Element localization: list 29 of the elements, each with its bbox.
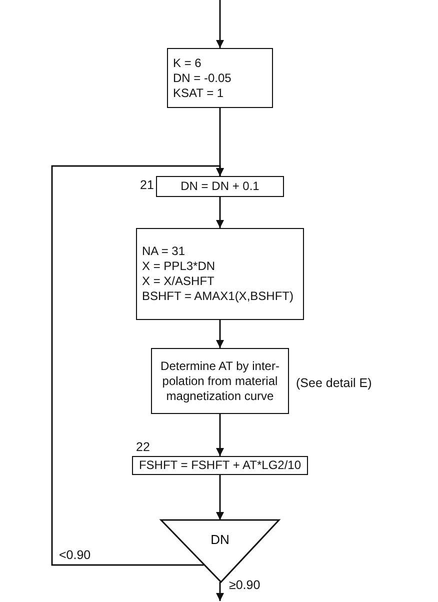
step-note: 22 bbox=[136, 440, 150, 454]
statement-text: X = PPL3*DN bbox=[142, 259, 216, 274]
statement-text: DN = -0.05 bbox=[173, 70, 232, 86]
flow-arrow bbox=[216, 475, 224, 520]
statement-text: FSHFT = FSHFT + AT*LG2/10 bbox=[138, 458, 302, 473]
flow-arrow bbox=[216, 582, 224, 601]
flow-arrow bbox=[216, 0, 224, 48]
step-note: 21 bbox=[140, 178, 154, 192]
edge-label: <0.90 bbox=[58, 548, 92, 562]
statement-text: DN = DN + 0.1 bbox=[180, 179, 260, 194]
process-box bbox=[132, 456, 308, 475]
flow-arrow bbox=[216, 197, 224, 228]
statement-text: BSHFT = AMAX1(X,BSHFT) bbox=[142, 289, 294, 304]
process-box bbox=[136, 228, 304, 320]
flow-arrow bbox=[51, 165, 224, 566]
statement-text: KSAT = 1 bbox=[173, 86, 225, 100]
statement-text: X = X/ASHFT bbox=[142, 274, 216, 289]
statement-text: NA = 31 bbox=[142, 244, 186, 259]
decision-label: DN bbox=[210, 532, 230, 549]
flow-arrow bbox=[216, 414, 224, 456]
flow-arrow bbox=[216, 320, 224, 348]
process-box bbox=[151, 348, 289, 414]
edge-label: ≥0.90 bbox=[228, 578, 262, 592]
step-note: (See detail E) bbox=[296, 376, 372, 390]
process-box bbox=[156, 176, 284, 197]
decision-triangle bbox=[161, 520, 279, 582]
process-box bbox=[167, 48, 273, 108]
statement-text: Determine AT by inter- polation from material magnetization curve bbox=[160, 358, 280, 404]
statement-text: K = 6 bbox=[173, 56, 202, 70]
